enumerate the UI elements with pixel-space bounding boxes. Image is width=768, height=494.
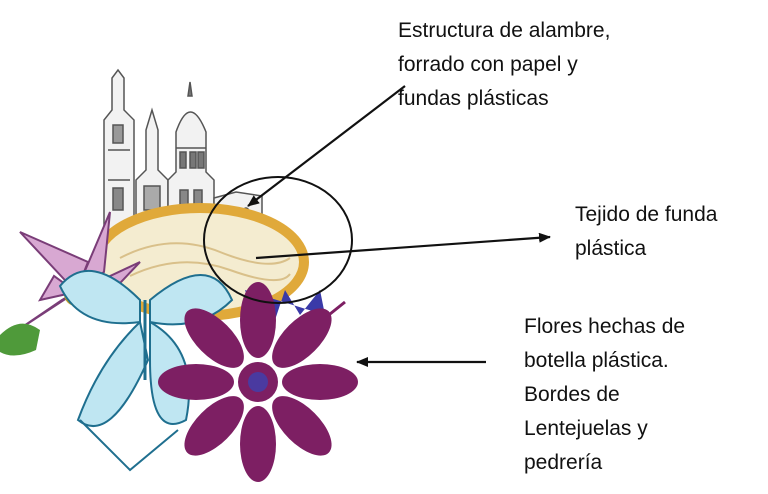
- caption-line: Estructura de alambre,: [398, 19, 611, 42]
- caption-line: botella plástica.: [524, 349, 669, 372]
- leaf-left: [0, 323, 40, 356]
- butterfly-drawing-icon: [58, 270, 234, 472]
- caption-line: fundas plásticas: [398, 87, 549, 110]
- caption-structure: Estructura de alambre, forrado con papel…: [398, 14, 666, 116]
- caption-line: forrado con papel y: [398, 53, 578, 76]
- caption-line: Lentejuelas y: [524, 417, 648, 440]
- caption-line: Tejido de funda: [575, 203, 718, 226]
- caption-line: Bordes de: [524, 383, 620, 406]
- caption-line: plástica: [575, 237, 647, 260]
- arrow-weave: [255, 232, 551, 260]
- caption-line: Flores hechas de: [524, 315, 686, 338]
- caption-line: pedrería: [524, 451, 603, 474]
- flower-drawing-icon: [158, 282, 358, 482]
- highlight-circle: [203, 176, 353, 304]
- caption-weave: Tejido de funda plástica: [575, 198, 765, 266]
- arrow-structure: [247, 85, 406, 207]
- caption-flowers: Flores hechas de botella plástica. Borde…: [524, 310, 710, 480]
